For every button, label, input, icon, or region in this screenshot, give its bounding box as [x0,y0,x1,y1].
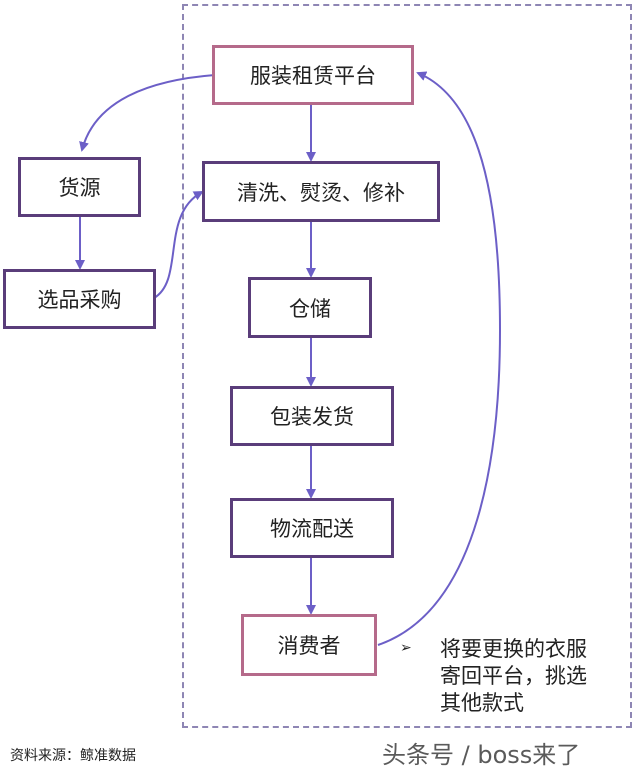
node-supply: 货源 [18,157,141,217]
node-purchase: 选品采购 [3,269,156,329]
node-storage: 仓储 [248,277,372,338]
note-line-1: 将要更换的衣服 [440,637,587,661]
node-consumer: 消费者 [241,614,377,676]
note-line-3: 其他款式 [440,691,524,715]
node-packing: 包装发货 [230,386,394,446]
node-logistics: 物流配送 [230,498,394,558]
watermark: 头条号 / boss来了 [382,741,581,769]
return-note: 将要更换的衣服 寄回平台，挑选 其他款式 [440,636,630,717]
node-cleaning: 清洗、熨烫、修补 [202,161,440,222]
node-rental-platform: 服装租赁平台 [212,45,414,105]
note-line-2: 寄回平台，挑选 [440,664,587,688]
note-bullet-icon: ➢ [400,640,412,656]
source-caption: 资料来源：鲸准数据 [10,748,136,764]
platform-scope-frame [182,4,632,728]
